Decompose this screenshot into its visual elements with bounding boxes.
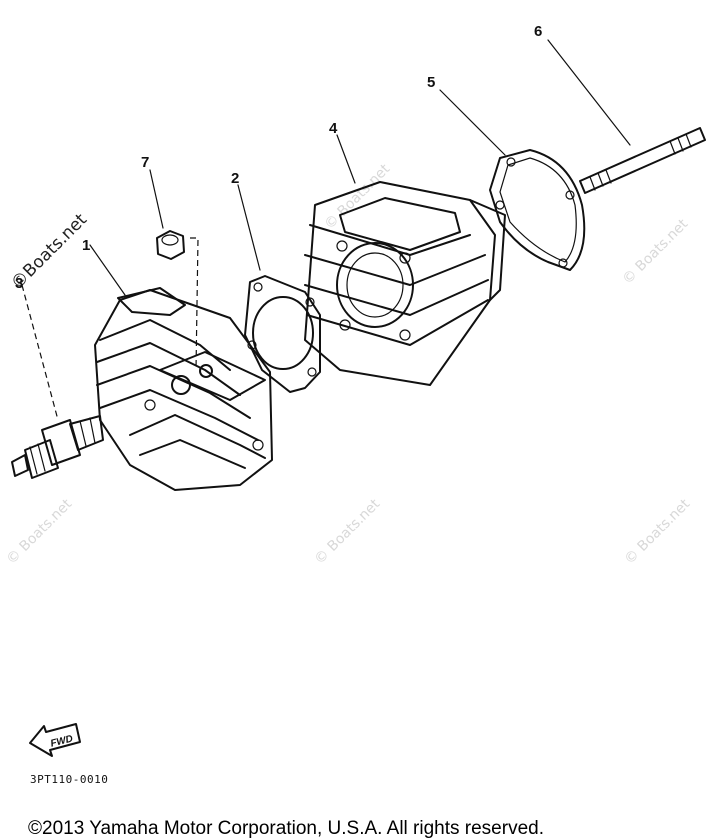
copyright-notice: ©2013 Yamaha Motor Corporation, U.S.A. A… [28, 818, 544, 839]
cylinder-head [94, 287, 273, 491]
cylinder [304, 181, 506, 386]
callouts: 1 2 3 4 5 6 7 [15, 23, 542, 292]
watermark: © Boats.net [4, 496, 76, 568]
callout-4: 4 [329, 120, 338, 137]
callout-1: 1 [82, 237, 90, 254]
watermarks: © Boats.net © Boats.net © Boats.net © Bo… [4, 161, 694, 568]
callout-5: 5 [427, 74, 435, 91]
watermark: © Boats.net [322, 161, 394, 233]
leader-lines [21, 39, 631, 421]
fwd-label: FWD [49, 734, 74, 750]
nut [156, 230, 185, 260]
stud-bolt [579, 127, 706, 194]
cylinder-gasket [489, 149, 586, 271]
callout-2: 2 [231, 170, 239, 187]
watermark: © Boats.net [620, 216, 692, 288]
callout-3: 3 [15, 275, 23, 292]
watermark: © Boats.net [312, 496, 384, 568]
callout-7: 7 [141, 154, 149, 171]
fwd-arrow: FWD [29, 723, 81, 757]
callout-6: 6 [534, 23, 542, 40]
watermark: © Boats.net [622, 496, 694, 568]
head-gasket [244, 275, 321, 393]
part-code: 3PT110-0010 [30, 773, 109, 786]
spark-plug [11, 415, 104, 479]
